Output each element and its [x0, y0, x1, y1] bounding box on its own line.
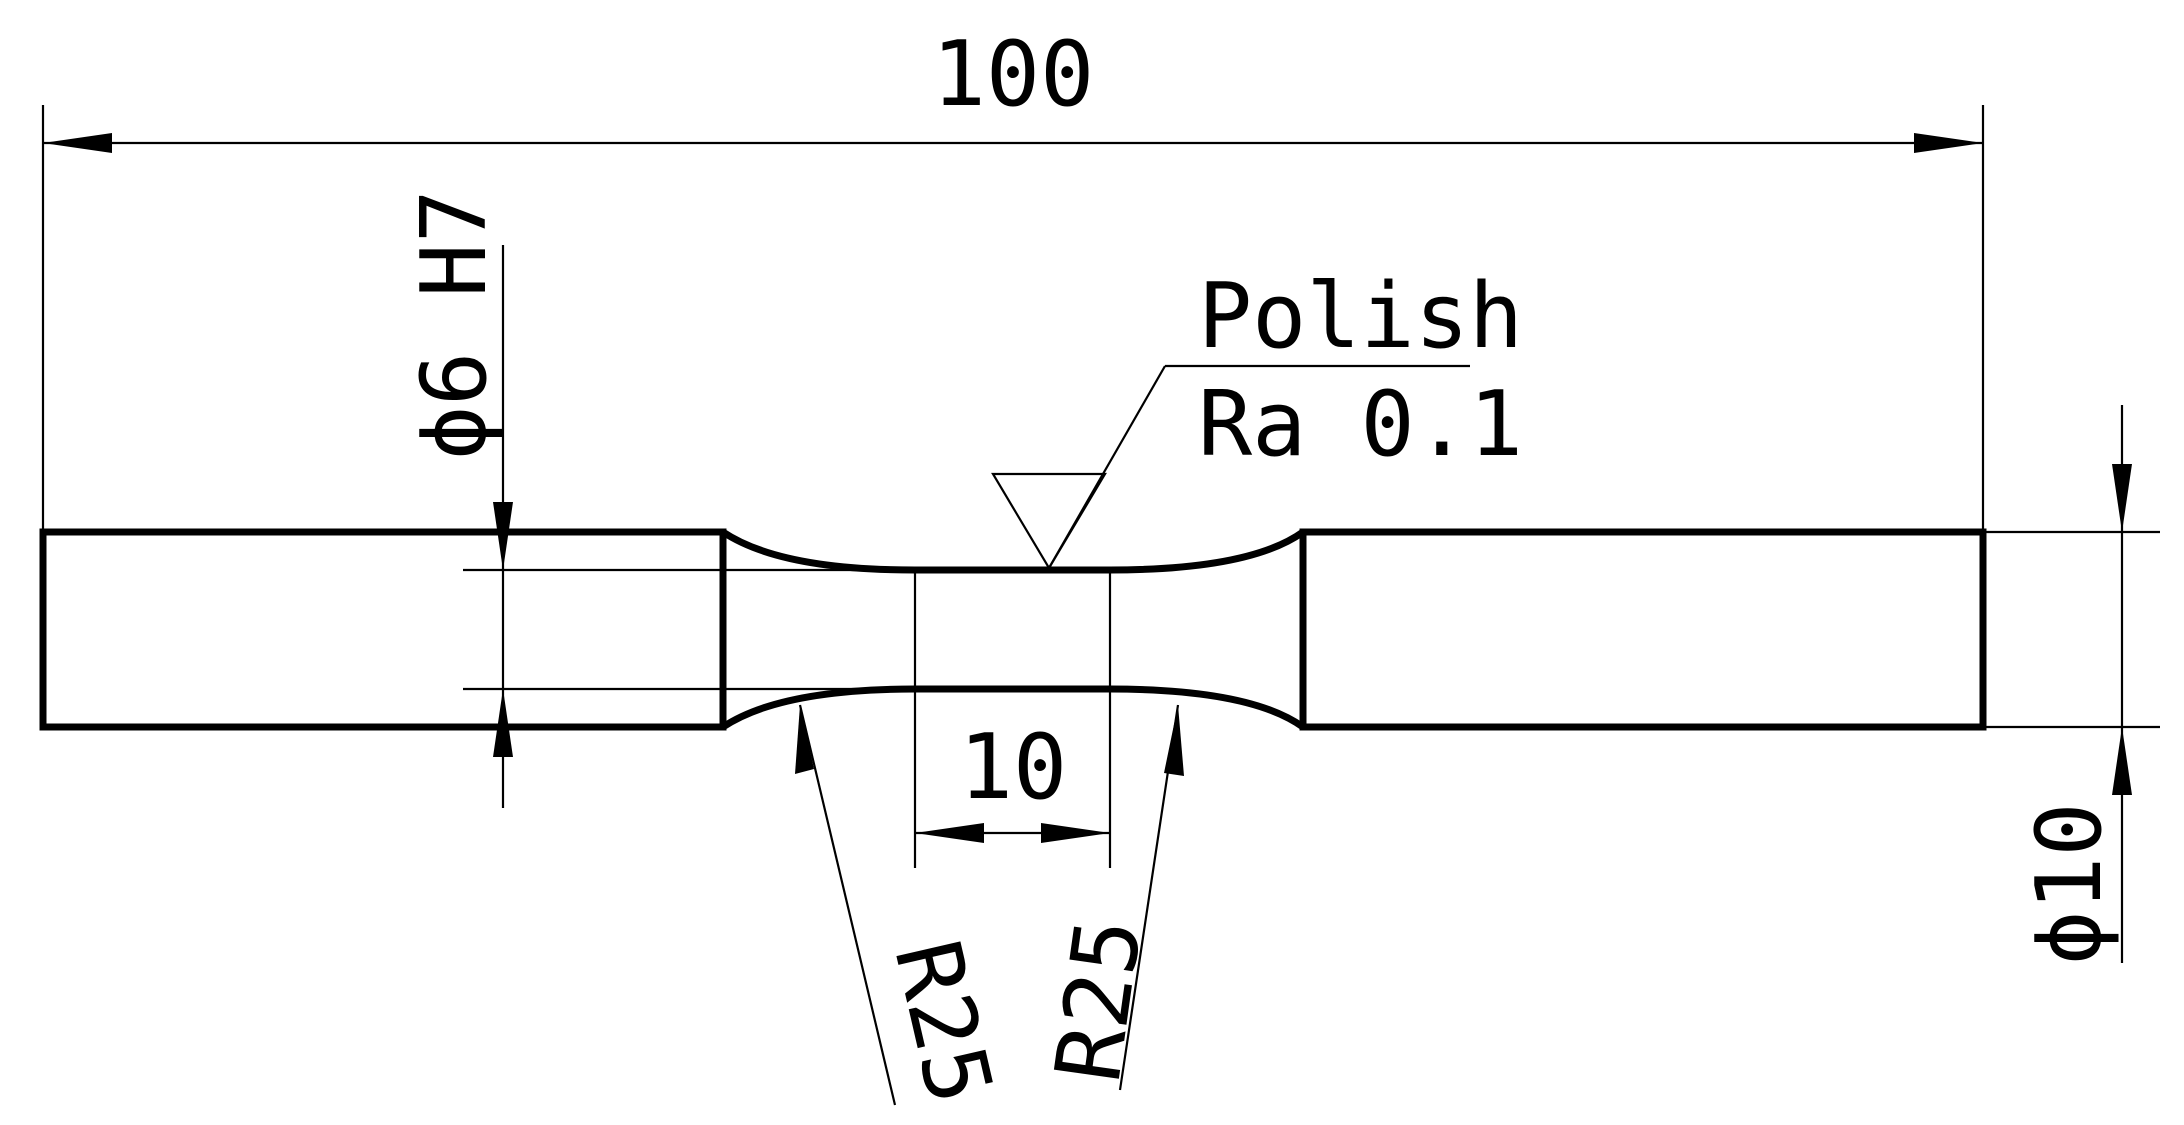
upper-neck-profile: [721, 529, 1306, 574]
hole-diameter-dimension: ϕ6 H7: [402, 189, 910, 808]
overall-length-label: 100: [932, 22, 1095, 127]
radius-right-label: R25: [1036, 912, 1163, 1088]
arrowhead: [795, 705, 814, 774]
surface-note-roughness: Ra 0.1: [1198, 372, 1523, 477]
arrowhead-down: [2112, 464, 2132, 532]
arrowhead-left: [43, 133, 112, 153]
arrowhead-down: [493, 502, 513, 570]
arrowhead-up: [493, 689, 513, 757]
hole-diameter-label: ϕ6 H7: [402, 189, 507, 460]
surface-note-polish: Polish: [1198, 264, 1523, 369]
arrowhead-right: [1914, 133, 1983, 153]
surface-finish-note: Polish Ra 0.1: [991, 264, 1523, 571]
gauge-length-label: 10: [959, 715, 1067, 820]
right-grip: [1299, 528, 1987, 731]
overall-length-dimension: 100: [41, 22, 1985, 530]
end-diameter-dimension: ϕ10: [1985, 405, 2160, 965]
radius-right-callout: R25: [1036, 704, 1184, 1091]
gauge-length-dimension: 10: [913, 572, 1112, 868]
end-diameter-label: ϕ10: [2017, 802, 2122, 965]
arrowhead-right: [1041, 823, 1110, 843]
radius-left-label: R25: [874, 931, 1013, 1113]
arrowhead-up: [2112, 727, 2132, 795]
lower-neck-profile: [721, 685, 1306, 730]
left-grip: [39, 528, 727, 731]
specimen-outline: [39, 528, 1987, 731]
arrowhead-left: [915, 823, 984, 843]
arrowhead: [1164, 705, 1184, 776]
surface-finish-symbol: [991, 472, 1107, 571]
